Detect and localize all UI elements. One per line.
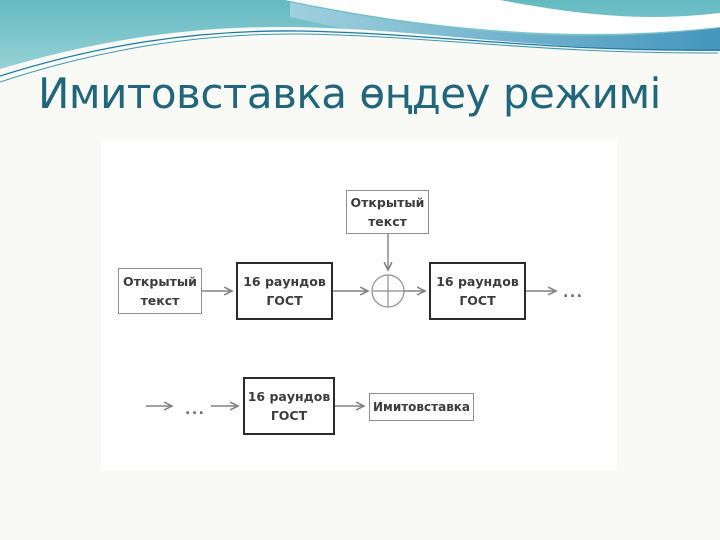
white-swoosh (285, 0, 720, 34)
xor-cross-icon (372, 275, 404, 307)
mac-output-label: Имитовставка (372, 399, 471, 414)
gost1-line2: ГОСТ (266, 293, 303, 308)
ellipsis-row1: ... (563, 285, 583, 301)
plaintext-top-line2: текст (368, 214, 407, 229)
diagram-panel: ... ... Открытый текст 16 раундов ГОСТ О… (101, 140, 617, 470)
main-white-wave (0, 26, 720, 140)
gost-rounds-box-2: 16 раундов ГОСТ (429, 262, 526, 320)
mac-output-box: Имитовставка (369, 393, 474, 421)
header-wave-decoration (0, 0, 720, 140)
plaintext-left-line2: текст (140, 293, 180, 308)
gost3-line1: 16 раундов (247, 389, 331, 404)
slide-title: Имитовставка өңдеу режимі (38, 69, 661, 118)
accent-wave-line-1 (0, 30, 720, 77)
accent-wave-line-2 (0, 33, 719, 83)
plaintext-box-top: Открытый текст (346, 190, 429, 234)
gost2-line1: 16 раундов (436, 274, 519, 289)
blue-wave-band (290, 2, 720, 56)
ellipsis-row2: ... (185, 402, 205, 418)
gost1-line1: 16 раундов (243, 274, 326, 289)
diagram-connectors: ... ... (146, 234, 583, 418)
gost-rounds-box-1: 16 раундов ГОСТ (236, 262, 333, 320)
plaintext-left-line1: Открытый (123, 274, 197, 289)
gost3-line2: ГОСТ (270, 408, 308, 423)
gost-rounds-box-3: 16 раундов ГОСТ (243, 377, 335, 435)
plaintext-box-left: Открытый текст (118, 268, 202, 314)
gost2-line2: ГОСТ (459, 293, 496, 308)
plaintext-top-line1: Открытый (350, 195, 425, 210)
